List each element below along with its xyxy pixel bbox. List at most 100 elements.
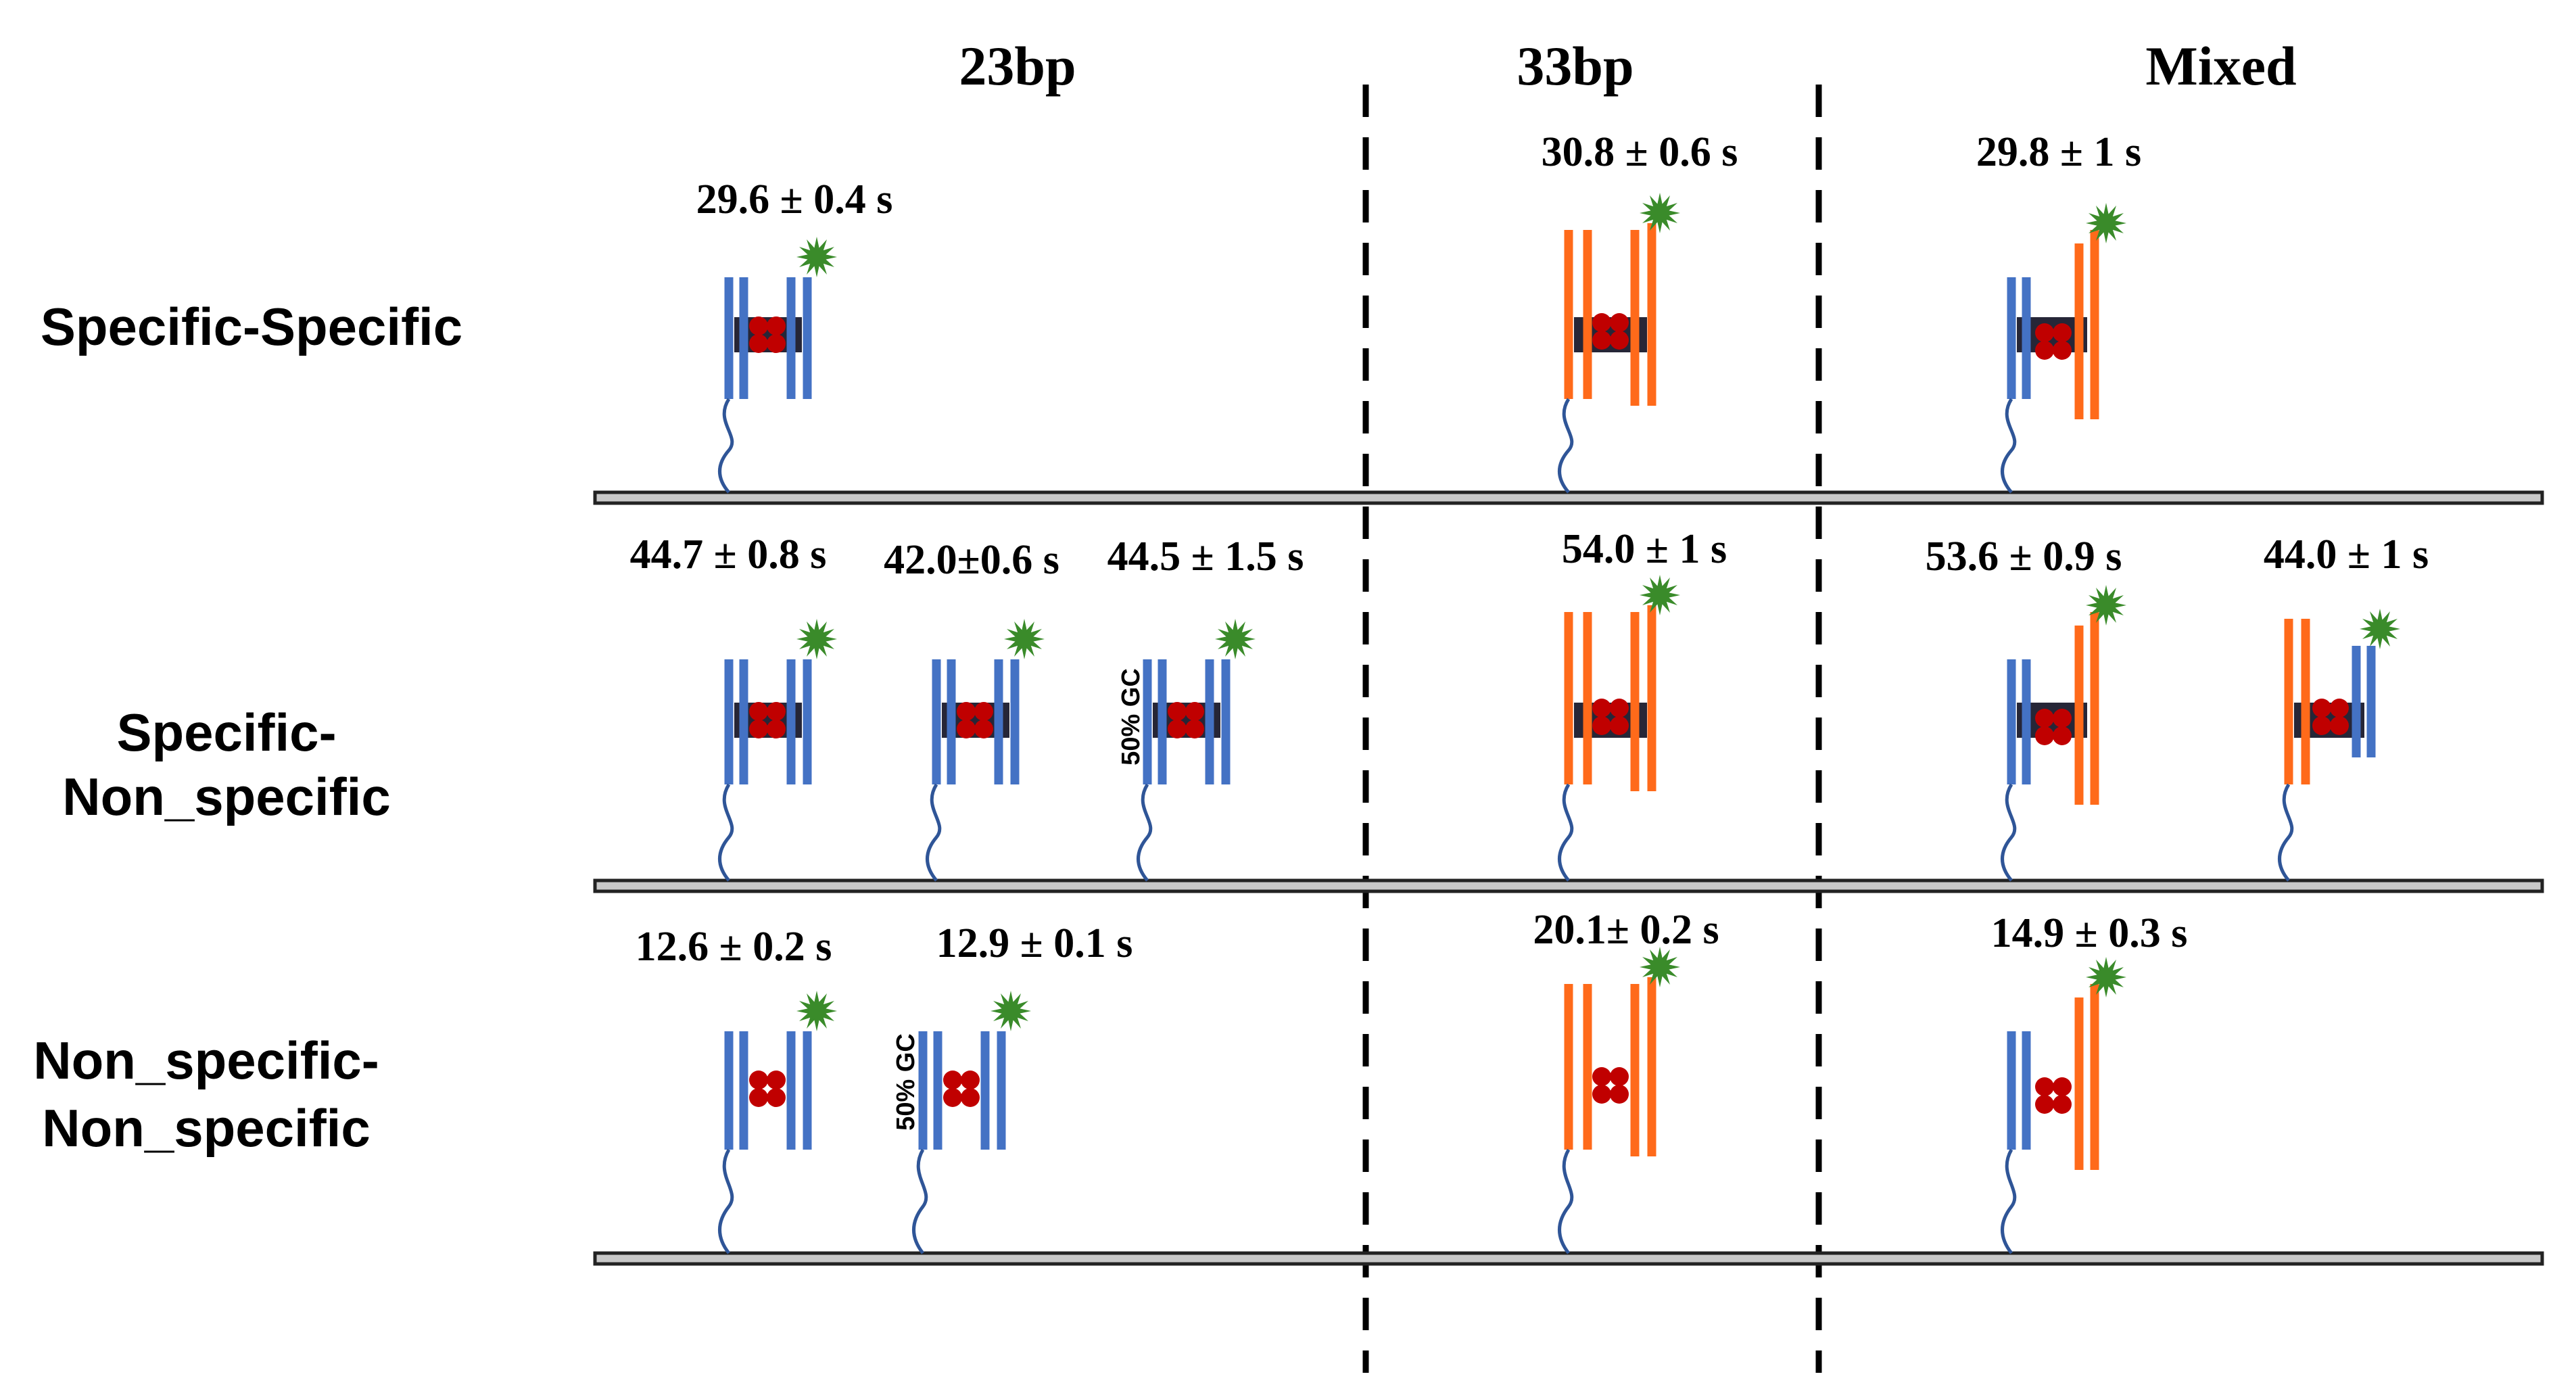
dwell-time-nn-23bp-a: 12.6 ± 0.2 s: [636, 924, 832, 970]
complex-sn-mixed-b: [2278, 609, 2400, 882]
dwell-time-sn-mixed-a: 53.6 ± 0.9 s: [1926, 534, 2122, 580]
protein-subunit: [961, 1071, 980, 1089]
tether-linker: [1558, 398, 1574, 494]
tether-linker: [2001, 398, 2017, 494]
protein-subunit: [749, 1088, 768, 1107]
molecular-complexes: [718, 193, 2400, 1254]
protein-subunit: [974, 720, 993, 738]
protein-subunit: [2330, 716, 2349, 735]
complex-ss-33bp: [1558, 193, 1680, 494]
row-label-nonspecific-nonspecific-line1: Non_specific-: [33, 1031, 379, 1090]
protein-subunit: [1610, 699, 1629, 718]
protein-subunit: [1592, 716, 1611, 735]
dwell-time-ss-mixed: 29.8 ± 1 s: [1976, 129, 2141, 175]
fluorophore-icon: [1640, 947, 1680, 987]
dwell-time-sn-mixed-b: 44.0 ± 1 s: [2264, 532, 2429, 578]
protein-subunit: [1168, 702, 1187, 721]
complex-nn-23bp-b: [912, 991, 1031, 1254]
protein-subunit: [2053, 1095, 2072, 1114]
surface-row1: [593, 490, 2544, 505]
surface-row3: [593, 1251, 2544, 1266]
protein-subunit: [767, 316, 786, 335]
dwell-time-nn-33bp: 20.1± 0.2 s: [1533, 907, 1719, 953]
protein-subunit: [2035, 726, 2054, 745]
column-header-23bp: 23bp: [959, 35, 1076, 97]
protein-subunit: [1592, 331, 1611, 350]
fluorophore-icon: [2086, 957, 2126, 997]
row-label-specific-nonspecific-line1: Specific-: [116, 703, 336, 762]
dwell-time-sn-23bp-a: 44.7 ± 0.8 s: [630, 532, 827, 578]
protein-subunit: [2035, 1077, 2054, 1096]
complex-nn-33bp: [1558, 947, 1680, 1254]
protein-subunit: [1610, 1085, 1629, 1104]
tether-linker: [1558, 783, 1574, 882]
protein-subunit: [1610, 716, 1629, 735]
complex-ss-mixed: [2001, 203, 2126, 494]
protein-subunit: [2035, 1095, 2054, 1114]
gc-label-nn: 50% GC: [892, 1033, 920, 1131]
tether-linker: [718, 1148, 734, 1254]
dwell-time-sn-23bp-c: 44.5 ± 1.5 s: [1107, 534, 1304, 580]
fluorophore-icon: [2086, 203, 2126, 243]
tether-linker: [2278, 783, 2294, 882]
protein-subunit: [749, 334, 768, 353]
protein-subunit: [2035, 709, 2054, 728]
tether-linker: [912, 1148, 928, 1254]
protein-subunit: [767, 334, 786, 353]
tether-linker: [2001, 783, 2017, 882]
protein-subunit: [2053, 341, 2072, 360]
protein-subunit: [749, 1071, 768, 1089]
complex-sn-23bp-b: [926, 619, 1045, 882]
column-header-mixed: Mixed: [2145, 35, 2296, 97]
dwell-time-ss-33bp: 30.8 ± 0.6 s: [1542, 129, 1738, 175]
protein-subunit: [767, 1088, 786, 1107]
protein-subunit: [1592, 1085, 1611, 1104]
fluorophore-icon: [1640, 193, 1680, 233]
protein-subunit: [2053, 709, 2072, 728]
fluorophore-icon: [1004, 619, 1045, 659]
row-label-specific-specific: Specific-Specific: [41, 297, 462, 356]
complex-sn-mixed-a: [2001, 585, 2126, 882]
protein-subunit: [1185, 720, 1204, 738]
complex-nn-23bp-a: [718, 991, 837, 1254]
dwell-time-nn-mixed: 14.9 ± 0.3 s: [1991, 910, 2188, 956]
protein-subunit: [1592, 699, 1611, 718]
complex-sn-23bp-c: [1137, 619, 1256, 882]
tether-linker: [2001, 1148, 2017, 1254]
protein-subunit: [2035, 323, 2054, 342]
tether-linker: [926, 783, 942, 882]
protein-subunit: [943, 1071, 962, 1089]
tether-linker: [718, 783, 734, 882]
row-label-nonspecific-nonspecific-line2: Non_specific: [42, 1098, 370, 1158]
protein-subunit: [1610, 313, 1629, 332]
protein-subunit: [2035, 341, 2054, 360]
protein-subunit: [957, 702, 976, 721]
protein-subunit: [2330, 699, 2349, 718]
complex-sn-33bp: [1558, 575, 1680, 882]
protein-subunit: [1610, 1067, 1629, 1086]
protein-subunit: [749, 316, 768, 335]
protein-subunit: [2312, 716, 2331, 735]
dwell-time-sn-33bp: 54.0 ± 1 s: [1562, 526, 1727, 572]
protein-subunit: [957, 720, 976, 738]
fluorophore-icon: [991, 991, 1031, 1031]
fluorophore-icon: [1215, 619, 1256, 659]
tether-linker: [1558, 1148, 1574, 1254]
fluorophore-icon: [2360, 609, 2400, 649]
protein-subunit: [1592, 313, 1611, 332]
protein-subunit: [1592, 1067, 1611, 1086]
surface-row2: [593, 878, 2544, 893]
tether-linker: [718, 398, 734, 494]
row-label-specific-nonspecific-line2: Non_specific: [62, 767, 390, 826]
complex-sn-23bp-a: [718, 619, 837, 882]
protein-subunit: [767, 720, 786, 738]
column-header-33bp: 33bp: [1517, 35, 1633, 97]
protein-subunit: [2053, 323, 2072, 342]
protein-subunit: [767, 1071, 786, 1089]
protein-subunit: [2053, 1077, 2072, 1096]
protein-subunit: [943, 1088, 962, 1107]
tether-linker: [1137, 783, 1153, 882]
protein-subunit: [974, 702, 993, 721]
gc-label-sn: 50% GC: [1117, 668, 1145, 766]
protein-subunit: [1185, 702, 1204, 721]
